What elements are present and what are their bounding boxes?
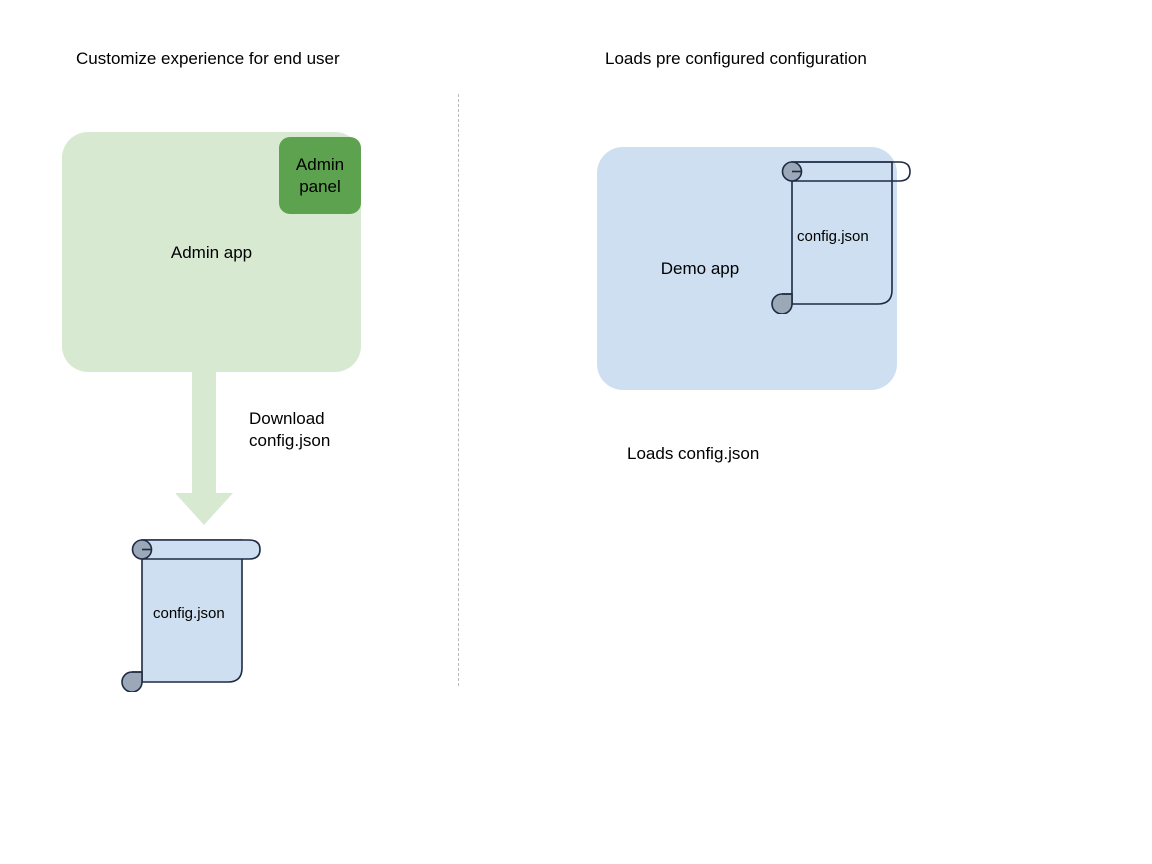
config-json-label-left: config.json [153, 605, 225, 622]
download-arrow-icon [176, 368, 233, 525]
loads-config-caption: Loads config.json [627, 444, 760, 463]
admin-panel-label: Admin panel [295, 154, 345, 196]
config-json-document-right[interactable] [768, 150, 918, 314]
left-panel-title: Customize experience for end user [76, 49, 340, 68]
admin-panel-card[interactable]: Admin panel [279, 137, 361, 214]
config-json-document-left[interactable] [118, 528, 268, 692]
demo-app-card[interactable] [597, 147, 897, 390]
panel-divider [458, 94, 459, 686]
config-json-label-right: config.json [797, 228, 869, 245]
download-arrow-label: Download config.json [249, 409, 331, 450]
right-panel-title: Loads pre configured configuration [605, 49, 867, 68]
demo-app-label: Demo app [660, 259, 740, 278]
admin-app-label: Admin app [170, 243, 253, 262]
